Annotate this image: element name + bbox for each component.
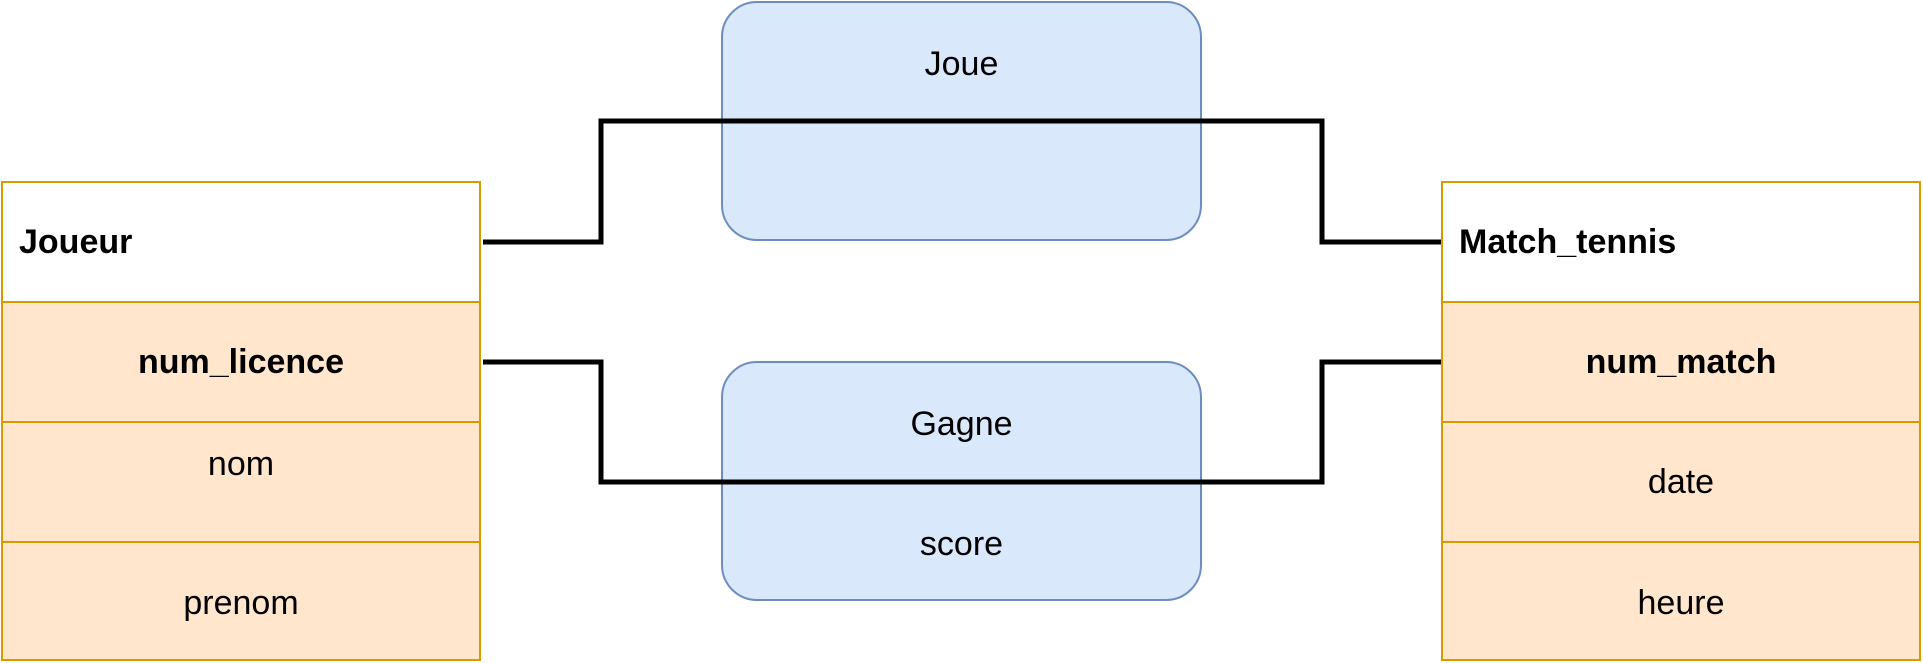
entity-match-tennis-attribute-heure: heure	[1637, 583, 1725, 622]
entity-joueur[interactable]: Joueur num_licence nom prenom	[1, 181, 481, 661]
entity-joueur-attribute-prenom: prenom	[183, 583, 299, 622]
association-gagne-attribute: score	[919, 525, 1004, 563]
entity-match-tennis-key-attribute: num_match	[1443, 303, 1919, 423]
link-joueur-gagne-match	[483, 359, 1441, 485]
association-joue-name: Joue	[924, 45, 999, 83]
entity-joueur-attribute-nom: nom	[3, 423, 479, 543]
link-joueur-joue-match	[483, 118, 1441, 245]
entity-match-tennis-attribute-date: date	[1443, 423, 1919, 543]
entity-match-tennis[interactable]: Match_tennis num_match date heure	[1441, 181, 1921, 661]
association-gagne-name: Gagne	[910, 405, 1013, 443]
entity-joueur-key-attribute: num_licence	[3, 303, 479, 423]
entity-joueur-name: Joueur	[3, 183, 479, 303]
entity-match-tennis-name: Match_tennis	[1443, 183, 1919, 303]
